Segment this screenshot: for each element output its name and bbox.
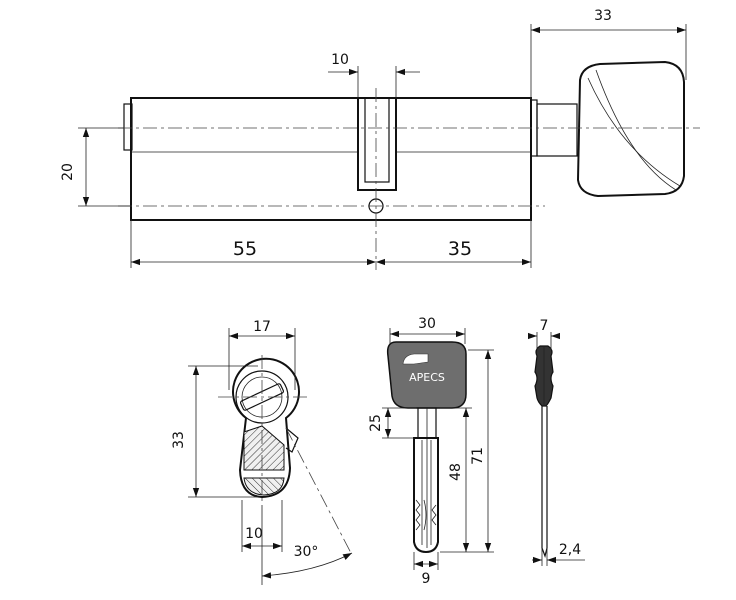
dim-end-bottom-width: 10: [245, 526, 263, 542]
key-front-view: APECS 30 25 48 71 9: [368, 316, 494, 587]
dim-key-total-length: 71: [470, 447, 486, 465]
hatched-section-lower: [243, 477, 285, 496]
key-blade: [413, 437, 439, 554]
dim-right-length: 35: [448, 238, 472, 260]
dim-key-blade-length: 48: [448, 463, 464, 481]
dim-cam-width: 10: [331, 52, 349, 68]
cam: [364, 97, 390, 183]
hatched-section: [243, 425, 285, 471]
dim-end-height: 33: [171, 431, 187, 449]
key-brand-label: APECS: [409, 371, 445, 384]
cam-slot: [357, 97, 397, 191]
dim-left-length: 55: [233, 238, 257, 260]
key-head-logo-mark: [402, 353, 429, 365]
dim-center-height: 20: [60, 163, 76, 181]
dim-key-bow-height: 25: [368, 414, 384, 432]
cylinder-side-view: 33 10 20 55 35: [60, 8, 700, 270]
key-cuts: [415, 499, 421, 531]
key-side-blade: [541, 406, 548, 559]
dim-key-blade-width: 9: [422, 571, 431, 587]
dim-key-bow-thickness: 7: [540, 318, 549, 334]
cylinder-end-view: 17 33 10 30°: [171, 319, 353, 585]
knob-neck: [536, 103, 578, 157]
dim-knob-length: 33: [594, 8, 612, 24]
dim-key-bow-width: 30: [418, 316, 436, 332]
cylinder-body: [130, 97, 532, 221]
key-side-view: 7 2,4: [528, 318, 585, 566]
keyway: [240, 383, 284, 411]
dim-key-blade-thickness: 2,4: [559, 542, 581, 558]
cylinder-profile: [232, 357, 300, 499]
dim-cam-angle: 30°: [294, 544, 319, 560]
dim-end-top-width: 17: [253, 319, 271, 335]
thumb-turn-knob: [576, 60, 685, 198]
